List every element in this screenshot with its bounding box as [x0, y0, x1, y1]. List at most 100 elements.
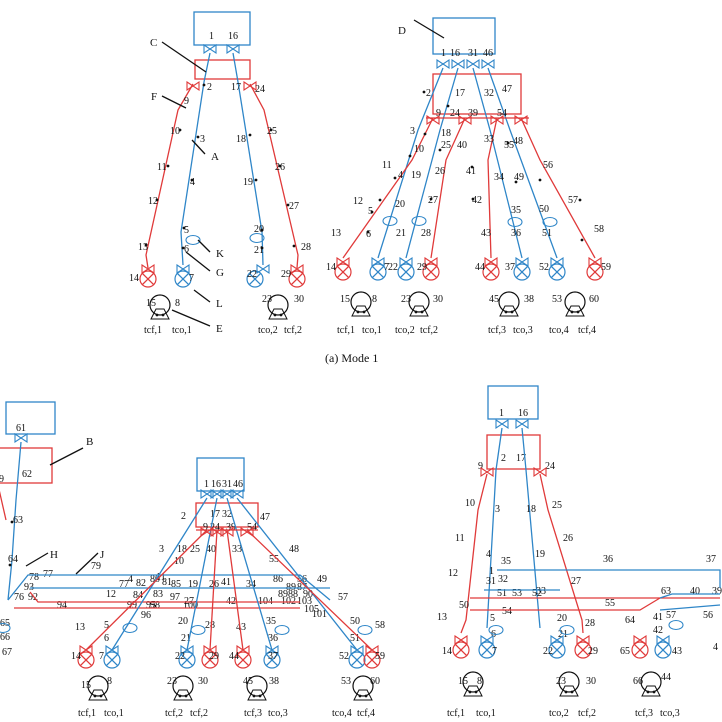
pipe-line	[111, 497, 208, 651]
node-number: 39	[226, 522, 236, 533]
valve-icon	[515, 418, 529, 430]
node-number: 65	[620, 646, 630, 657]
node-dot	[471, 197, 475, 201]
node-number: 31	[222, 479, 232, 490]
node-dot	[538, 178, 542, 182]
mixing-header	[194, 59, 251, 80]
valve-icon	[480, 634, 494, 646]
node-number: 40	[690, 586, 700, 597]
node-dot	[362, 310, 366, 314]
node-number: 1	[499, 408, 504, 419]
node-dot	[248, 133, 252, 137]
node-number: 37	[268, 651, 278, 662]
valve-icon	[79, 644, 93, 656]
tco-label: tco,2	[549, 708, 569, 719]
node-number: 46	[233, 479, 243, 490]
mixing-header	[486, 434, 541, 470]
node-number: 48	[513, 136, 523, 147]
node-number: 56	[543, 160, 553, 171]
valve-icon	[336, 256, 350, 268]
tcf-label: tcf,1	[78, 708, 96, 719]
node-number: 23	[167, 676, 177, 687]
valve-icon	[466, 58, 480, 70]
valve-icon	[426, 114, 440, 126]
node-number: 15	[458, 676, 468, 687]
node-number: 19	[411, 170, 421, 181]
pipe-line	[659, 593, 720, 599]
node-dot	[578, 198, 582, 202]
node-dot	[652, 690, 656, 694]
node-dot	[408, 154, 412, 158]
node-number: 36	[603, 554, 613, 565]
pipe-line	[342, 117, 434, 259]
node-number: 33	[536, 586, 546, 597]
node-dot	[260, 246, 264, 250]
node-number: 39	[468, 108, 478, 119]
node-number: 7	[189, 273, 194, 284]
pipe-line	[236, 497, 358, 651]
heat-exchanger-icon-cross	[105, 653, 119, 667]
node-number: 10	[174, 556, 184, 567]
node-number: 90	[303, 589, 313, 600]
pipe-line	[209, 529, 218, 651]
callout-letter: B	[86, 436, 93, 448]
valve-icon	[226, 43, 240, 55]
node-number: 38	[524, 294, 534, 305]
heat-exchanger-icon-cross	[399, 265, 413, 279]
callout-leader	[171, 309, 211, 327]
callout-letter: G	[216, 267, 224, 279]
heat-exchanger-icon	[139, 270, 157, 288]
pipe-line	[7, 441, 22, 601]
heat-exchanger-icon-cross	[550, 643, 564, 657]
node-number: 34	[494, 172, 504, 183]
node-number: 1	[204, 479, 209, 490]
heat-exchanger-icon-cross	[576, 643, 590, 657]
node-number: 50	[459, 600, 469, 611]
node-number: 32	[498, 574, 508, 585]
node-number: 11	[382, 160, 392, 171]
heat-exchanger-icon	[548, 263, 566, 281]
node-number: 29	[209, 651, 219, 662]
node-number: 16	[518, 408, 528, 419]
node-number: 94	[57, 600, 67, 611]
tco-label: tco,1	[104, 708, 124, 719]
valve-icon	[588, 256, 602, 268]
node-number: 12	[106, 589, 116, 600]
node-dot	[155, 198, 159, 202]
node-number: 41	[466, 166, 476, 177]
node-dot	[356, 310, 360, 314]
node-number: 63	[13, 515, 23, 526]
node-dot	[273, 313, 277, 317]
node-dot	[8, 563, 12, 567]
node-number: 11	[157, 162, 167, 173]
node-number: 21	[558, 629, 568, 640]
node-number: 35	[501, 556, 511, 567]
node-number: 30	[198, 676, 208, 687]
node-number: 57	[666, 610, 676, 621]
callout-letter: K	[216, 248, 224, 260]
callout-letter: D	[398, 25, 406, 37]
tco-label: tco,4	[549, 325, 569, 336]
node-number: 38	[269, 676, 279, 687]
node-dot	[393, 176, 397, 180]
pump-base-icon	[559, 685, 579, 697]
node-number: 7	[384, 262, 389, 273]
valve-icon	[256, 263, 270, 275]
node-number: 24	[545, 461, 555, 472]
pump-icon	[352, 675, 374, 697]
node-number: 20	[178, 616, 188, 627]
node-number: 13	[331, 228, 341, 239]
node-dot	[190, 178, 194, 182]
bypass-ellipse-icon	[0, 622, 11, 634]
node-dot	[438, 148, 442, 152]
node-number: 17	[516, 453, 526, 464]
pump-base-icon	[150, 308, 170, 320]
node-number: 8	[107, 676, 112, 687]
pump-icon	[640, 671, 662, 693]
valve-icon	[236, 644, 250, 656]
node-number: 44	[661, 672, 671, 683]
node-number: 1	[441, 48, 446, 59]
node-number: 43	[236, 622, 246, 633]
node-number: 50	[350, 616, 360, 627]
pipe-line	[377, 67, 444, 259]
